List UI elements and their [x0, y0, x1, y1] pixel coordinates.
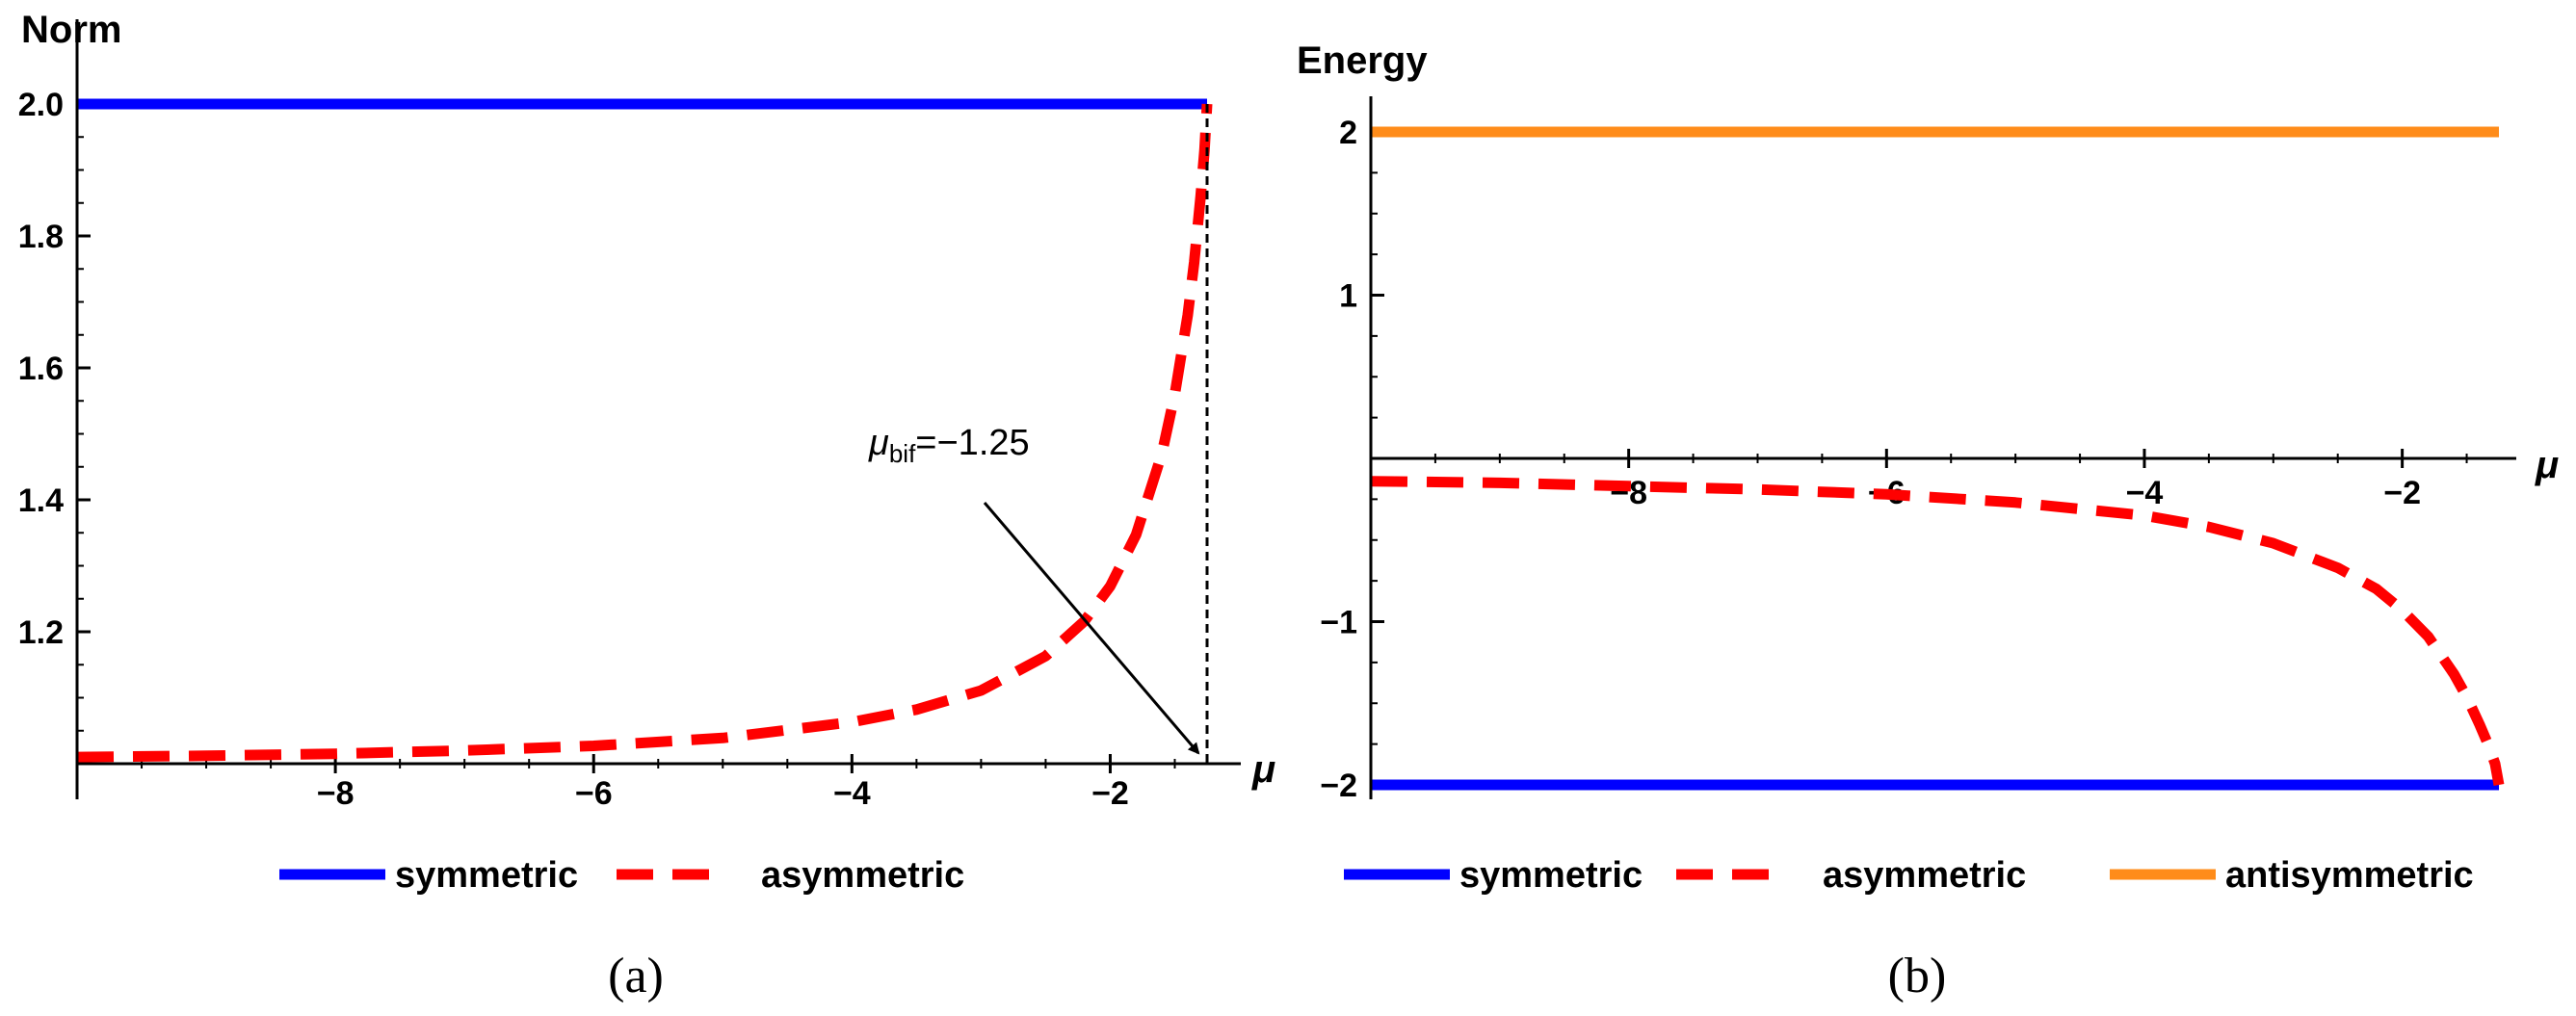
- panel-b-ytick-label: 2: [1339, 115, 1357, 151]
- panel-b-xtick-label: −2: [2383, 475, 2421, 511]
- panel-a-legend: symmetric asymmetric: [279, 855, 964, 896]
- panel-b-xtick-label: −8: [1610, 475, 1647, 511]
- annotation-subscript: bif: [889, 439, 916, 468]
- bifurcation-arrow: [983, 502, 1200, 755]
- panel-a-xlabel: μ: [1251, 748, 1275, 791]
- panel-b-xtick-label: −4: [2126, 475, 2164, 511]
- panel-a-series: [76, 98, 1213, 763]
- legend-label-symmetric: symmetric: [1459, 855, 1643, 896]
- panel-a-ytick-label: 1.2: [18, 614, 64, 651]
- panel-a-ytick-label: 1.6: [18, 351, 64, 387]
- panel-a-ytick-label: 2.0: [18, 87, 64, 123]
- panel-a-xtick-label: −8: [317, 775, 355, 812]
- panel-a-ylabel: Norm: [21, 9, 121, 51]
- panel-b-ytick-label: −2: [1320, 768, 1357, 804]
- panel-a-xtick-label: −6: [575, 775, 613, 812]
- legend-label-symmetric: symmetric: [395, 855, 578, 896]
- annotation-symbol: μ: [868, 423, 889, 463]
- series-asymmetric-line: [76, 103, 1213, 763]
- panel-a-xtick-label: −2: [1091, 775, 1129, 812]
- annotation-value: =−1.25: [915, 423, 1029, 463]
- panel-b-series: [1370, 126, 2505, 791]
- panel-a-caption: (a): [608, 949, 664, 1003]
- panel-a-ytick-label: 1.4: [18, 482, 64, 519]
- bifurcation-annotation: μbif=−1.25: [868, 423, 1030, 468]
- panel-b-ytick-label: 1: [1339, 278, 1357, 315]
- panel-a-ytick-label: 1.8: [18, 219, 64, 255]
- legend-label-antisymmetric: antisymmetric: [2225, 855, 2474, 896]
- series-asymmetric-line: [1370, 476, 2505, 786]
- panel-b-ytick-label: −1: [1320, 605, 1357, 641]
- panel-a-xtick-label: −4: [833, 775, 871, 812]
- panel-b-ylabel: Energy: [1297, 39, 1428, 82]
- panel-b-caption: (b): [1888, 949, 1947, 1003]
- panel-b-legend: symmetric asymmetric antisymmetric: [1344, 855, 2474, 896]
- legend-label-asymmetric: asymmetric: [1823, 855, 2026, 896]
- legend-label-asymmetric: asymmetric: [761, 855, 964, 896]
- panel-a: Norm −8−6−4−21.21.41.61.82.0 μ μbif=−1.2…: [18, 9, 1275, 1003]
- panel-b-xlabel: μ: [2535, 444, 2559, 486]
